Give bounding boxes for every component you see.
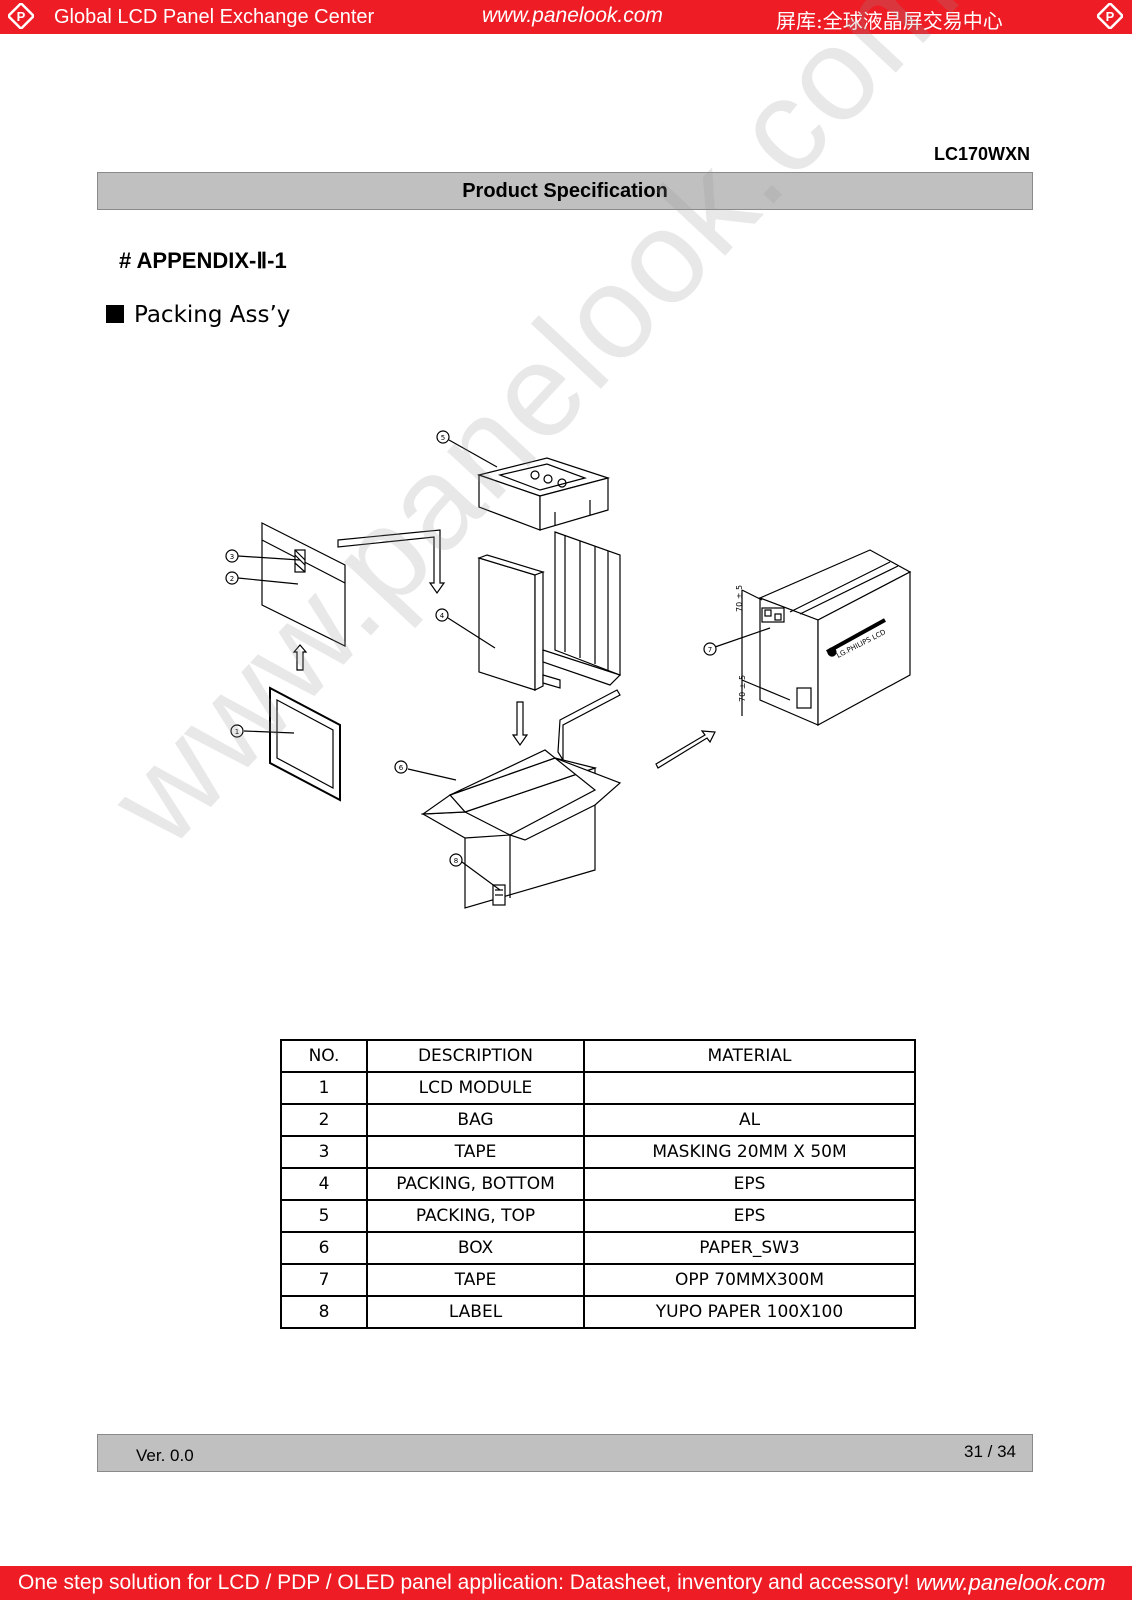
header-material: MATERIAL: [583, 1039, 916, 1073]
section-title: Packing Ass’y: [134, 302, 291, 328]
cell-no: 7: [280, 1263, 368, 1297]
open-box-drawing: [420, 749, 622, 909]
cell-no: 6: [280, 1231, 368, 1265]
cell-description: LCD MODULE: [366, 1071, 585, 1105]
svg-text:P: P: [17, 9, 26, 24]
lcd-module-drawing: [269, 686, 341, 802]
packing-top-drawing: [476, 457, 611, 531]
table-header-row: NO. DESCRIPTION MATERIAL: [280, 1039, 916, 1073]
header-url-link[interactable]: www.panelook.com: [482, 4, 663, 27]
cell-material: EPS: [583, 1167, 916, 1201]
cell-material: [583, 1071, 916, 1105]
model-number: LC170WXN: [933, 144, 1030, 164]
svg-text:2: 2: [230, 575, 234, 583]
packing-bottom-drawing: [477, 531, 622, 691]
header-title: Global LCD Panel Exchange Center: [54, 6, 375, 28]
cell-description: PACKING, TOP: [366, 1199, 585, 1233]
callout-markers: 5 3 2 4 1 6 7 8: [225, 430, 717, 867]
svg-text:4: 4: [440, 612, 445, 620]
closed-box-drawing: [741, 549, 912, 727]
cell-no: 1: [280, 1071, 368, 1105]
section-heading: Packing Ass’y: [106, 302, 290, 328]
cell-description: PACKING, BOTTOM: [366, 1167, 585, 1201]
svg-text:3: 3: [230, 553, 234, 561]
svg-text:70 ± 5: 70 ± 5: [735, 585, 744, 612]
cell-description: LABEL: [366, 1295, 585, 1329]
panelook-logo-icon: P: [1097, 3, 1123, 29]
cell-material: PAPER_SW3: [583, 1231, 916, 1265]
bag-drawing: [261, 522, 346, 647]
cell-description: TAPE: [366, 1263, 585, 1297]
svg-text:70 ± 5: 70 ± 5: [738, 675, 747, 702]
bullet-square-icon: [106, 305, 124, 323]
bottom-slogan: One step solution for LCD / PDP / OLED p…: [18, 1571, 910, 1594]
svg-text:8: 8: [454, 857, 458, 865]
header-chinese-title: 屏库:全球液晶屏交易中心: [776, 9, 1003, 33]
svg-text:6: 6: [399, 764, 404, 772]
appendix-heading: # APPENDIX-Ⅱ-1: [119, 248, 287, 273]
top-header-bar: P Global LCD Panel Exchange Center www.p…: [0, 0, 1132, 34]
cell-description: BOX: [366, 1231, 585, 1265]
svg-text:5: 5: [441, 434, 445, 442]
cell-description: TAPE: [366, 1135, 585, 1169]
cell-no: 8: [280, 1295, 368, 1329]
cell-no: 3: [280, 1135, 368, 1169]
cell-material: MASKING 20MM X 50M: [583, 1135, 916, 1169]
packing-diagram: 5 3 2 4 1 6 7 8 70 ± 5 70 ± 5 LG.PHILIPS…: [225, 430, 912, 909]
assembly-arrows: [292, 529, 716, 769]
bottom-banner: One step solution for LCD / PDP / OLED p…: [0, 1566, 1132, 1600]
cell-material: YUPO PAPER 100X100: [583, 1295, 916, 1329]
svg-text:1: 1: [235, 728, 239, 736]
page-number: 31 / 34: [964, 1442, 1016, 1461]
header-description: DESCRIPTION: [366, 1039, 585, 1073]
version-label: Ver. 0.0: [136, 1446, 194, 1465]
svg-text:P: P: [1106, 9, 1115, 24]
cell-material: EPS: [583, 1199, 916, 1233]
cell-description: BAG: [366, 1103, 585, 1137]
cell-no: 4: [280, 1167, 368, 1201]
cell-material: AL: [583, 1103, 916, 1137]
svg-text:7: 7: [708, 646, 712, 654]
panelook-logo-icon: P: [8, 3, 34, 29]
callout-leaders: [237, 439, 771, 891]
spec-title-bar: Product Specification: [97, 172, 1033, 210]
spec-title: Product Specification: [462, 180, 668, 202]
cell-material: OPP 70MMX300M: [583, 1263, 916, 1297]
footer-bar: Ver. 0.0 31 / 34: [97, 1434, 1033, 1472]
cell-no: 5: [280, 1199, 368, 1233]
bottom-url-link[interactable]: www.panelook.com: [916, 1570, 1106, 1595]
header-no: NO.: [280, 1039, 368, 1073]
cell-no: 2: [280, 1103, 368, 1137]
